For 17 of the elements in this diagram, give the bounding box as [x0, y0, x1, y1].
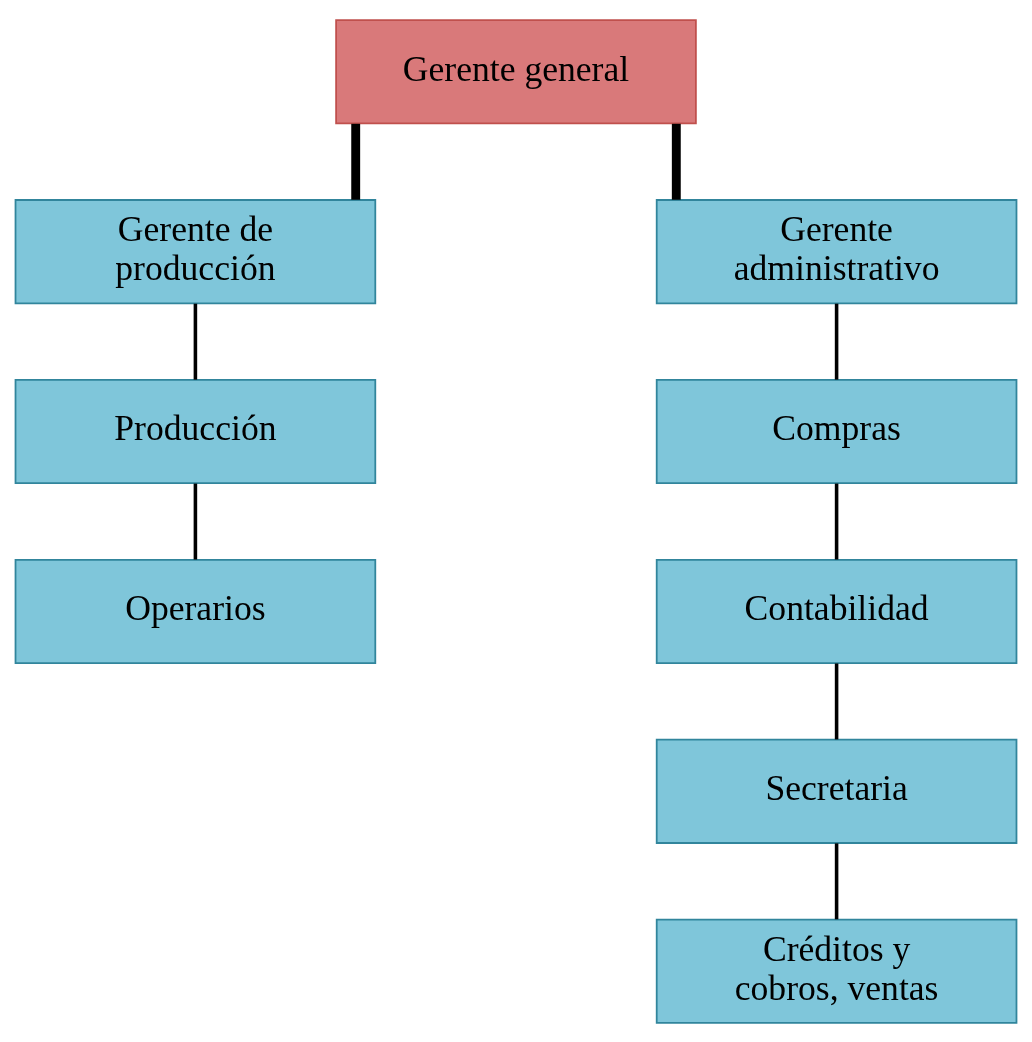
- connector: [671, 123, 681, 200]
- node-box: Créditos y cobros, ventas: [655, 918, 1018, 1024]
- connector: [193, 303, 198, 380]
- connector: [834, 483, 839, 560]
- node-box: Producción: [14, 378, 377, 484]
- connector: [834, 842, 839, 919]
- connector: [193, 483, 198, 560]
- connector: [834, 303, 839, 380]
- node-box: Compras: [655, 378, 1018, 484]
- connector: [834, 662, 839, 739]
- node-box: Gerente general: [335, 18, 697, 124]
- node-box: Contabilidad: [655, 558, 1018, 664]
- connector: [351, 123, 361, 200]
- node-box: Secretaria: [655, 738, 1018, 844]
- node-box: Operarios: [14, 558, 377, 664]
- node-box: Gerente administrativo: [655, 198, 1018, 304]
- node-box: Gerente de producción: [14, 198, 377, 304]
